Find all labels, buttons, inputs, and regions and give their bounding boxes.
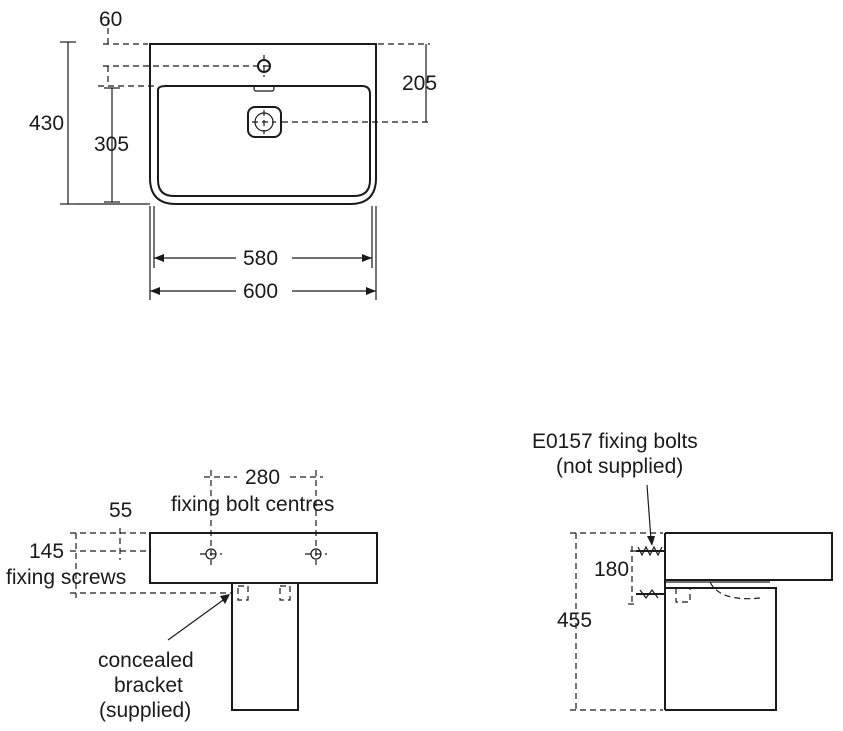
dim-inner-depth: 305 [94,133,129,156]
overflow-slot [253,85,275,92]
basin-outer-outline [149,43,377,205]
dim-tap-offset: 60 [99,8,122,31]
bolts-note-line-1: E0157 fixing bolts [532,430,698,453]
front-pedestal-outline [231,583,299,711]
dim-depth: 430 [29,112,64,135]
basin-bowl-outline [157,85,371,197]
plan-view: 60 205 430 305 580 600 [29,8,437,303]
fixing-screws-label: fixing screws [6,566,126,589]
dim-inner-width: 580 [243,247,278,270]
dim-screw-height-b: 145 [29,540,64,563]
side-view: E0157 fixing bolts (not supplied) 180 45… [532,430,833,711]
side-basin-outline [665,532,833,581]
dim-bolt-centres: 280 [245,466,280,489]
fixing-bolt-upper [636,545,665,557]
dim-width: 600 [243,280,278,303]
dim-waste-offset: 205 [402,72,437,95]
bolt-centres-label: fixing bolt centres [171,493,334,516]
bracket-note-line-3: (supplied) [99,699,191,722]
front-view: 280 fixing bolt centres 55 145 fixing sc… [6,466,378,722]
side-pedestal-outline [665,587,777,711]
fixing-bolt-lower [636,589,665,599]
bolts-note-line-2: (not supplied) [556,455,683,478]
dim-bolt-height: 180 [594,558,629,581]
dim-total-height: 455 [557,609,592,632]
dim-screw-height-a: 55 [109,499,132,522]
bracket-note-line-2: bracket [114,674,183,697]
bracket-note-line-1: concealed [98,649,194,672]
waste-outlet [247,106,282,138]
front-basin-outline [149,532,378,584]
